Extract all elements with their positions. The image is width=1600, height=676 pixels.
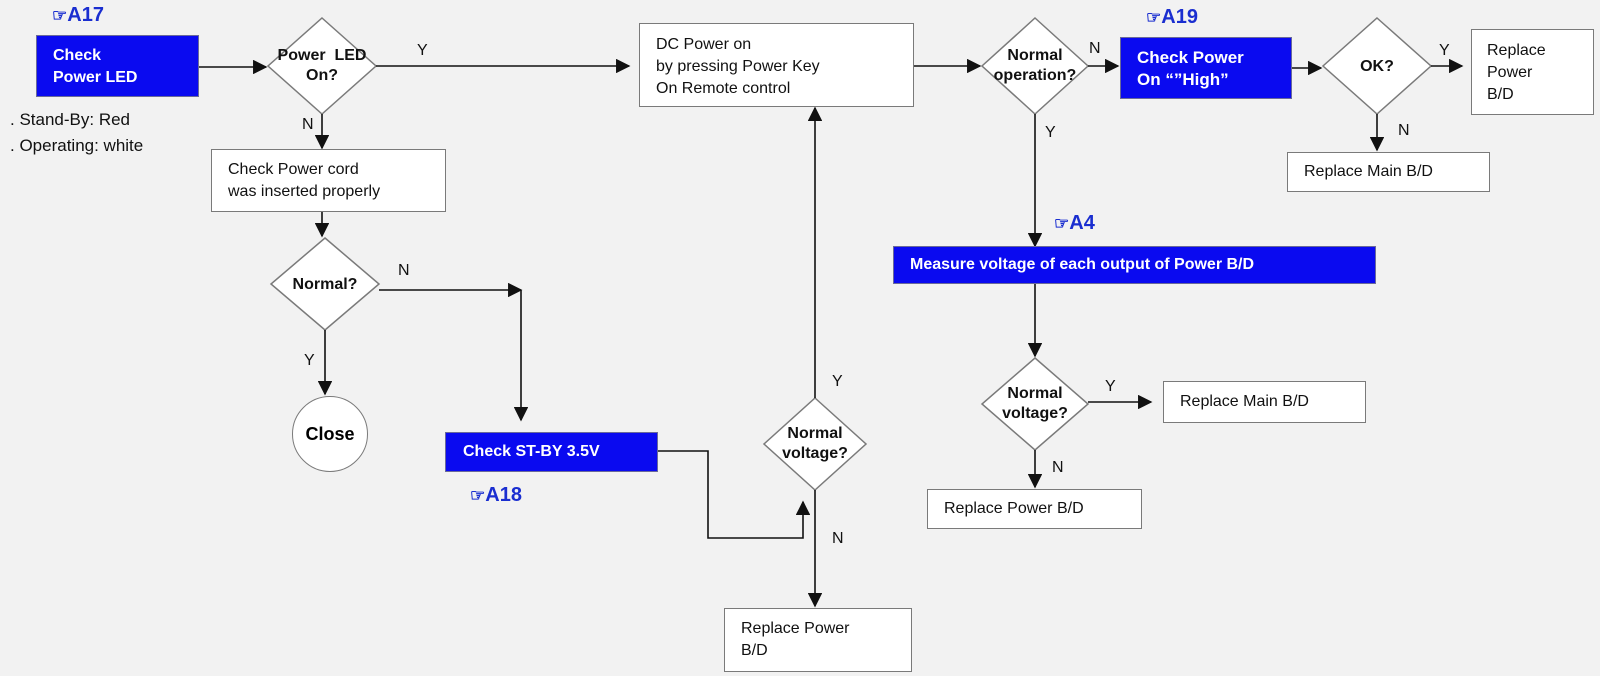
reference-a19-text: A19 bbox=[1161, 6, 1198, 28]
replace-power-right-box: Replace Power B/D bbox=[927, 489, 1142, 529]
edge-label-ok-no: N bbox=[1398, 122, 1410, 139]
right-normal-voltage-line-1: Normal bbox=[1007, 385, 1063, 402]
replace-main-right-text: Replace Main B/D bbox=[1180, 393, 1309, 410]
check-power-cord-box: Check Power cord was inserted properly bbox=[211, 149, 446, 212]
replace-main-right-box: Replace Main B/D bbox=[1163, 381, 1366, 423]
center-normal-voltage-line-1: Normal bbox=[787, 425, 843, 442]
dc-power-on-box: DC Power on by pressing Power Key On Rem… bbox=[639, 23, 914, 107]
reference-a4-text: A4 bbox=[1069, 212, 1095, 234]
check-power-on-high-line-2: On “”High” bbox=[1137, 70, 1229, 89]
check-power-led-box: Check Power LED bbox=[36, 35, 199, 97]
edge-label-center-voltage-yes: Y bbox=[832, 373, 843, 390]
center-normal-voltage-line-2: voltage? bbox=[782, 445, 848, 462]
normal-operation-line-2: operation? bbox=[993, 67, 1077, 84]
pointing-hand-icon: ☞ bbox=[1054, 214, 1070, 233]
normal-question: Normal? bbox=[292, 276, 358, 293]
reference-a19: ☞A19 bbox=[1146, 6, 1198, 29]
reference-a18-text: A18 bbox=[485, 484, 522, 506]
edge-label-led-yes: Y bbox=[417, 42, 428, 59]
reference-a17: ☞A17 bbox=[52, 4, 104, 27]
ok-text: OK? bbox=[1323, 56, 1431, 78]
edge-label-center-voltage-no: N bbox=[832, 530, 844, 547]
replace-power-right-text: Replace Power B/D bbox=[944, 500, 1084, 517]
replace-power-top-line-2: Power bbox=[1487, 64, 1533, 81]
edge-label-normal-yes: Y bbox=[304, 352, 315, 369]
measure-voltage-box: Measure voltage of each output of Power … bbox=[893, 246, 1376, 284]
replace-power-bottom-box: Replace Power B/D bbox=[724, 608, 912, 672]
pointing-hand-icon: ☞ bbox=[1146, 8, 1162, 27]
pointing-hand-icon: ☞ bbox=[470, 486, 486, 505]
edge-label-right-voltage-no: N bbox=[1052, 459, 1064, 476]
close-text: Close bbox=[305, 423, 355, 444]
check-stby-box: Check ST-BY 3.5V bbox=[445, 432, 658, 472]
edge-label-operation-no: N bbox=[1089, 40, 1101, 57]
check-power-cord-line-1: Check Power cord bbox=[228, 161, 359, 178]
check-power-led-line-1: Check bbox=[53, 47, 102, 64]
led-color-notes: . Stand-By: Red . Operating: white bbox=[10, 107, 143, 159]
dc-power-on-line-3: On Remote control bbox=[656, 80, 791, 97]
dc-power-on-line-1: DC Power on bbox=[656, 36, 752, 53]
check-stby-text: Check ST-BY 3.5V bbox=[463, 443, 600, 460]
replace-power-top-box: Replace Power B/D bbox=[1471, 29, 1594, 115]
normal-text: Normal? bbox=[271, 274, 379, 296]
power-led-on-text: Power LED On? bbox=[258, 44, 386, 88]
reference-a17-text: A17 bbox=[67, 4, 104, 26]
edge-label-normal-no: N bbox=[398, 262, 410, 279]
reference-a18: ☞A18 bbox=[470, 484, 522, 507]
power-led-on-line-2: On? bbox=[306, 67, 338, 84]
replace-power-bottom-line-2: B/D bbox=[741, 642, 768, 659]
replace-power-top-line-3: B/D bbox=[1487, 86, 1514, 103]
right-normal-voltage-text: Normal voltage? bbox=[982, 382, 1088, 426]
check-power-on-high-line-1: Check Power bbox=[1137, 48, 1244, 67]
standby-note: . Stand-By: Red bbox=[10, 110, 131, 129]
replace-power-top-line-1: Replace bbox=[1487, 42, 1546, 59]
replace-main-top-text: Replace Main B/D bbox=[1304, 163, 1433, 180]
replace-power-bottom-line-1: Replace Power bbox=[741, 620, 850, 637]
right-normal-voltage-line-2: voltage? bbox=[1002, 405, 1068, 422]
edge-label-led-no: N bbox=[302, 116, 314, 133]
center-normal-voltage-text: Normal voltage? bbox=[764, 422, 866, 466]
replace-main-top-box: Replace Main B/D bbox=[1287, 152, 1490, 192]
pointing-hand-icon: ☞ bbox=[52, 6, 68, 25]
edge-label-ok-yes: Y bbox=[1439, 42, 1450, 59]
dc-power-on-line-2: by pressing Power Key bbox=[656, 58, 820, 75]
edge-label-right-voltage-yes: Y bbox=[1105, 378, 1116, 395]
check-power-led-line-2: Power LED bbox=[53, 69, 138, 86]
check-power-on-high-box: Check Power On “”High” bbox=[1120, 37, 1292, 99]
ok-question: OK? bbox=[1360, 58, 1394, 75]
reference-a4: ☞A4 bbox=[1054, 212, 1095, 235]
normal-operation-text: Normal operation? bbox=[980, 44, 1090, 88]
normal-operation-line-1: Normal bbox=[1007, 47, 1063, 64]
close-terminal: Close bbox=[292, 396, 368, 472]
check-power-cord-line-2: was inserted properly bbox=[228, 183, 381, 200]
power-led-on-line-1: Power LED bbox=[277, 47, 367, 64]
measure-voltage-text: Measure voltage of each output of Power … bbox=[910, 256, 1255, 273]
operating-note: . Operating: white bbox=[10, 136, 144, 155]
edge-label-operation-yes: Y bbox=[1045, 124, 1056, 141]
